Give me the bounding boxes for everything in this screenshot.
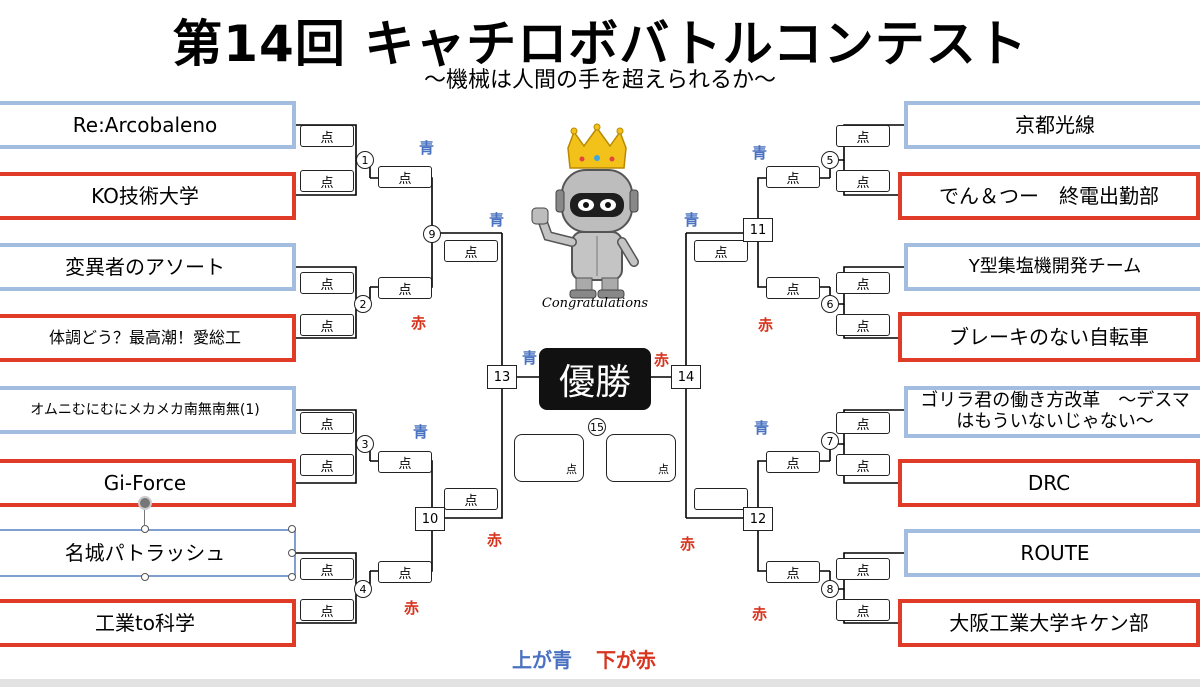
score-box[interactable]: 点 — [300, 170, 354, 192]
score-box[interactable]: 点 — [836, 558, 890, 580]
match-number: 2 — [354, 295, 372, 313]
red-label: 赤 — [411, 314, 427, 332]
match-number: 5 — [821, 151, 839, 169]
team-right-7: ROUTE — [904, 529, 1200, 577]
score-box[interactable]: 点 — [836, 170, 890, 192]
team-right-5: ゴリラ君の働き方改革 〜デスマはもういないじゃない〜 — [904, 386, 1200, 438]
score-box[interactable]: 点 — [378, 166, 432, 188]
legend-red: 下が赤 — [596, 648, 656, 672]
red-label: 赤 — [487, 531, 503, 549]
match-number: 13 — [487, 365, 517, 389]
team-right-8: 大阪工業大学キケン部 — [898, 599, 1200, 647]
score-box[interactable]: 点 — [444, 240, 498, 262]
team-left-7[interactable]: 名城パトラッシュ — [0, 529, 296, 577]
score-box[interactable]: 点 — [836, 412, 890, 434]
match-number: 6 — [821, 295, 839, 313]
blue-label: 青 — [522, 349, 538, 367]
blue-label: 青 — [752, 144, 768, 162]
match-number: 8 — [821, 580, 839, 598]
match-number: 1 — [356, 151, 374, 169]
bottom-scrollbar[interactable] — [0, 679, 1200, 687]
team-left-4: 体調どう？最高潮！愛総工 — [0, 314, 296, 362]
champion-box: 優勝 — [539, 348, 651, 410]
blue-label: 青 — [419, 139, 435, 157]
team-right-2: でん＆つー 終電出勤部 — [898, 172, 1200, 220]
final-score-box[interactable]: 点 — [514, 434, 584, 482]
blue-label: 青 — [684, 211, 700, 229]
final-score-box[interactable]: 点 — [606, 434, 676, 482]
score-box[interactable]: 点 — [836, 454, 890, 476]
team-left-8: 工業to科学 — [0, 599, 296, 647]
blue-label: 青 — [489, 211, 505, 229]
red-label: 赤 — [680, 535, 696, 553]
red-label: 赤 — [404, 599, 420, 617]
score-box[interactable]: 点 — [694, 240, 748, 262]
team-right-1: 京都光線 — [904, 101, 1200, 149]
resize-handle[interactable] — [288, 525, 296, 533]
score-box[interactable]: 点 — [766, 277, 820, 299]
team-left-1: Re:Arcobaleno — [0, 101, 296, 149]
team-left-3: 変異者のアソート — [0, 243, 296, 291]
match-number: 3 — [356, 435, 374, 453]
blue-label: 青 — [754, 419, 770, 437]
match-number: 4 — [354, 580, 372, 598]
score-box[interactable]: 点 — [300, 412, 354, 434]
legend-blue: 上が青 — [512, 648, 572, 672]
score-box[interactable]: 点 — [300, 272, 354, 294]
score-box[interactable]: 点 — [766, 166, 820, 188]
score-box[interactable]: 点 — [378, 451, 432, 473]
score-box[interactable]: 点 — [300, 599, 354, 621]
score-box[interactable]: 点 — [444, 488, 498, 510]
score-box[interactable]: 点 — [378, 277, 432, 299]
team-right-6: DRC — [898, 459, 1200, 507]
match-number: 7 — [821, 432, 839, 450]
score-box[interactable]: 点 — [766, 451, 820, 473]
score-box[interactable]: 点 — [836, 272, 890, 294]
match-number: 12 — [743, 507, 773, 531]
crown-icon — [567, 123, 627, 169]
resize-handle[interactable] — [288, 549, 296, 557]
resize-handle[interactable] — [141, 573, 149, 581]
score-box-empty[interactable] — [694, 488, 748, 510]
score-box[interactable]: 点 — [766, 561, 820, 583]
score-box[interactable]: 点 — [836, 599, 890, 621]
score-box[interactable]: 点 — [300, 558, 354, 580]
red-label: 赤 — [654, 351, 670, 369]
red-label: 赤 — [758, 316, 774, 334]
resize-handle[interactable] — [288, 573, 296, 581]
page-title: 第14回 キャチロボバトルコンテスト — [172, 15, 1028, 73]
color-legend: 上が青下が赤 — [512, 644, 656, 673]
red-label: 赤 — [752, 605, 768, 623]
score-box[interactable]: 点 — [300, 314, 354, 336]
match-number: 14 — [671, 365, 701, 389]
congratulations-text: Congratulations — [541, 296, 649, 311]
match-number: 11 — [743, 218, 773, 242]
rotate-handle-line — [144, 510, 145, 526]
match-number: 9 — [423, 225, 441, 243]
match-number: 10 — [415, 507, 445, 531]
score-box[interactable]: 点 — [300, 125, 354, 147]
score-box[interactable]: 点 — [836, 125, 890, 147]
team-left-5: オムニむにむにメカメカ南無南無(1) — [0, 386, 296, 434]
score-box[interactable]: 点 — [300, 454, 354, 476]
rotate-handle-icon[interactable] — [138, 496, 152, 510]
match-number: 15 — [588, 418, 606, 436]
team-right-4: ブレーキのない自転車 — [898, 312, 1200, 362]
blue-label: 青 — [413, 423, 429, 441]
score-box[interactable]: 点 — [836, 314, 890, 336]
page-subtitle: 〜機械は人間の手を超えられるか〜 — [423, 68, 776, 93]
team-left-2: KO技術大学 — [0, 172, 296, 220]
resize-handle[interactable] — [141, 525, 149, 533]
score-box[interactable]: 点 — [378, 561, 432, 583]
team-right-3: Y型集塩機開発チーム — [904, 243, 1200, 291]
